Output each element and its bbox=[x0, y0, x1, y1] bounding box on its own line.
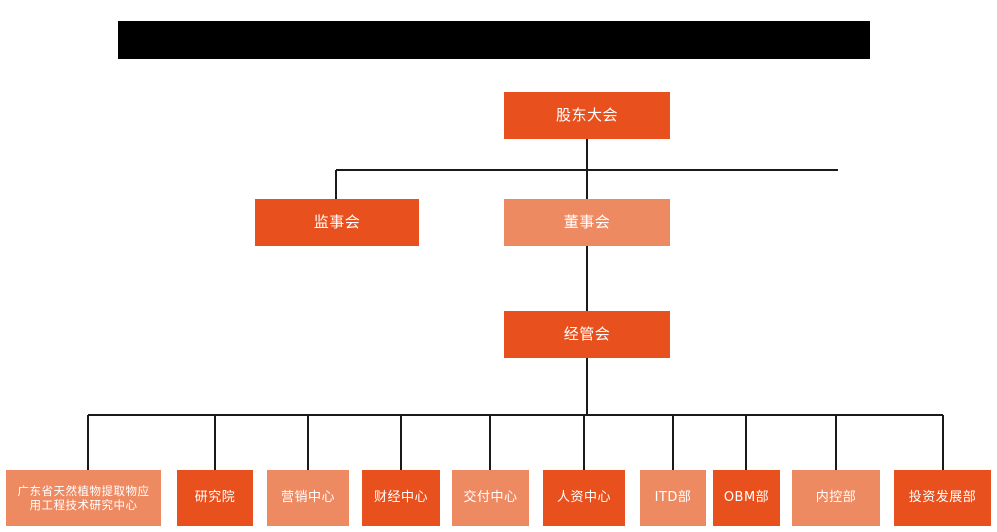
org-node-internal-control-department[interactable]: 内控部 bbox=[792, 470, 880, 526]
org-node-marketing-center[interactable]: 营销中心 bbox=[267, 470, 349, 526]
title-banner-redacted bbox=[118, 21, 870, 59]
org-node-label: 内控部 bbox=[815, 489, 857, 505]
org-node-shareholders[interactable]: 股东大会 bbox=[504, 92, 670, 139]
org-node-label: 监事会 bbox=[313, 213, 361, 232]
org-node-label: ITD部 bbox=[654, 489, 692, 505]
org-node-hr-center[interactable]: 人资中心 bbox=[543, 470, 625, 526]
org-node-finance-center[interactable]: 财经中心 bbox=[362, 470, 440, 526]
org-node-label: 研究院 bbox=[194, 489, 236, 505]
org-node-label: 营销中心 bbox=[280, 489, 335, 505]
org-node-label: 经管会 bbox=[563, 325, 611, 344]
org-node-investment-development-department[interactable]: 投资发展部 bbox=[894, 470, 991, 526]
org-node-label: 股东大会 bbox=[555, 106, 618, 125]
org-node-obm-department[interactable]: OBM部 bbox=[713, 470, 780, 526]
org-node-delivery-center[interactable]: 交付中心 bbox=[452, 470, 529, 526]
org-node-label: 交付中心 bbox=[463, 489, 518, 505]
org-node-label: 财经中心 bbox=[373, 489, 428, 505]
org-node-institute[interactable]: 研究院 bbox=[177, 470, 253, 526]
org-node-supervisors[interactable]: 监事会 bbox=[255, 199, 419, 246]
org-node-label: OBM部 bbox=[723, 489, 770, 505]
org-node-label: 广东省天然植物提取物应 用工程技术研究中心 bbox=[17, 483, 150, 512]
org-node-label: 投资发展部 bbox=[908, 489, 977, 505]
org-node-research-center[interactable]: 广东省天然植物提取物应 用工程技术研究中心 bbox=[6, 470, 161, 526]
org-node-label: 董事会 bbox=[563, 213, 611, 232]
org-node-directors[interactable]: 董事会 bbox=[504, 199, 670, 246]
org-node-itd-department[interactable]: ITD部 bbox=[640, 470, 706, 526]
org-node-management[interactable]: 经管会 bbox=[504, 311, 670, 358]
org-node-label: 人资中心 bbox=[556, 489, 611, 505]
